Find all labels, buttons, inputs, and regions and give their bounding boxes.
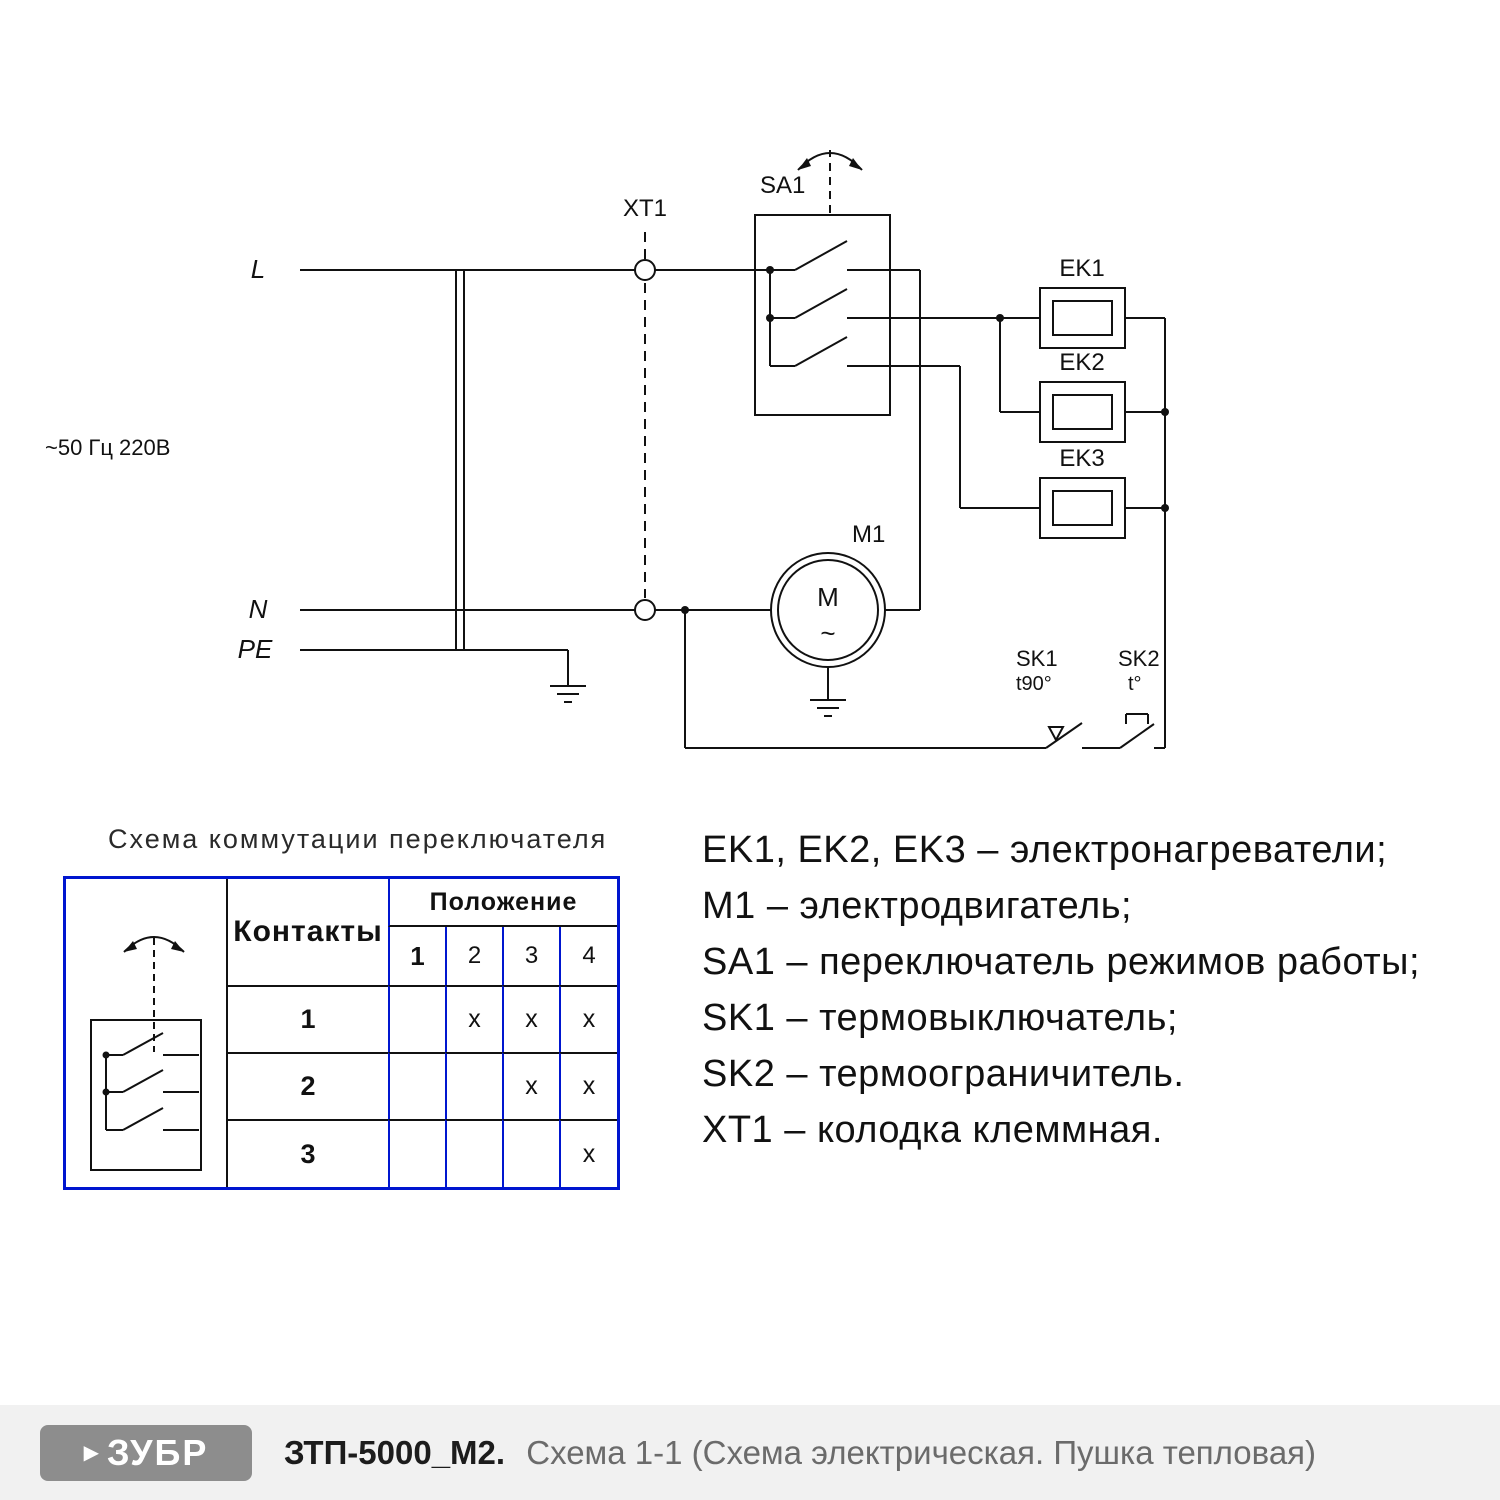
- table-cell: [502, 1119, 559, 1187]
- contacts-header: Контакты: [233, 915, 383, 948]
- table-cell: [445, 1119, 502, 1187]
- zubr-logo: ▶ ЗУБР: [40, 1424, 252, 1481]
- terminal-block-xt1: [634, 259, 656, 621]
- junction-dots: [681, 266, 1169, 614]
- legend-item-heaters: EK1, EK2, EK3 – электронагреватели;: [702, 829, 1388, 871]
- table-cell: x: [559, 1052, 617, 1119]
- label-ek2: EK2: [1059, 349, 1104, 376]
- label-sk2: SK2: [1118, 646, 1160, 671]
- motor-symbol-m: M: [817, 582, 839, 612]
- ground-symbol-pe: [300, 649, 586, 703]
- table-cell: x: [559, 1119, 617, 1187]
- switch-symbol: [90, 936, 202, 1171]
- legend-item-motor: M1 – электродвигатель;: [702, 885, 1133, 927]
- commutation-table: Контакты Положение 1 2 3 4 1 x x x 2 x x…: [63, 876, 620, 1190]
- commutation-table-title: Схема коммутации переключателя: [108, 824, 608, 854]
- label-l: L: [251, 254, 265, 284]
- circuit-schematic: L N PE ~50 Гц 220В XT1 SA1 EK1 EK2 EK3 M…: [45, 150, 1169, 749]
- footer-bar: ▶ ЗУБР ЗТП-5000_М2. Схема 1-1 (Схема эле…: [0, 1405, 1500, 1500]
- motor: [770, 552, 886, 717]
- label-n: N: [249, 594, 268, 624]
- table-cell: [388, 1119, 445, 1187]
- position-header: Положение: [388, 879, 617, 927]
- heater-ek1: [1039, 287, 1126, 349]
- thermal-limiter-sk2: [1119, 713, 1165, 749]
- table-cell: x: [502, 985, 559, 1052]
- footer-caption: ЗТП-5000_М2. Схема 1-1 (Схема электричес…: [284, 1434, 1316, 1472]
- contact-row-label: 2: [228, 1052, 388, 1119]
- label-ek3: EK3: [1059, 445, 1104, 472]
- label-m1: M1: [852, 521, 885, 548]
- label-sa1: SA1: [760, 172, 805, 199]
- position-col-1: 1: [388, 927, 445, 985]
- position-col-3: 3: [502, 927, 559, 985]
- label-sk1-temp: t90°: [1016, 673, 1052, 695]
- legend-item-switch: SA1 – переключатель режимов работы;: [702, 941, 1421, 983]
- table-cell: x: [502, 1052, 559, 1119]
- table-cell: [388, 1052, 445, 1119]
- position-col-4: 4: [559, 927, 617, 985]
- logo-text: ЗУБР: [106, 1431, 209, 1473]
- label-xt1: XT1: [623, 195, 667, 222]
- component-legend: EK1, EK2, EK3 – электронагреватели; M1 –…: [702, 822, 1472, 1158]
- contact-row-label: 3: [228, 1119, 388, 1187]
- table-cell: [388, 985, 445, 1052]
- position-col-2: 2: [445, 927, 502, 985]
- heater-ek3: [1039, 477, 1126, 539]
- heater-ek2: [1039, 381, 1126, 443]
- legend-item-thermal-switch: SK1 – термовыключатель;: [702, 997, 1178, 1039]
- label-ek1: EK1: [1059, 255, 1104, 282]
- legend-item-thermal-limiter: SK2 – термоограничитель.: [702, 1053, 1185, 1095]
- motor-symbol-wave: ~: [820, 618, 835, 648]
- logo-arrow-icon: ▶: [83, 1441, 99, 1464]
- handle-arrow-right: [849, 158, 862, 170]
- ground-symbol-motor: [810, 699, 846, 717]
- legend-item-terminal-block: XT1 – колодка клеммная.: [702, 1109, 1163, 1151]
- contact-row-label: 1: [228, 985, 388, 1052]
- label-sk1: SK1: [1016, 646, 1058, 671]
- schematic-subtitle: Схема 1-1 (Схема электрическая. Пушка те…: [526, 1433, 1317, 1471]
- model-number: ЗТП-5000_М2.: [284, 1433, 506, 1471]
- handle-arrow-left: [798, 158, 811, 170]
- table-cell: [445, 1052, 502, 1119]
- table-cell: x: [445, 985, 502, 1052]
- switch-symbol-cell: [66, 879, 228, 1187]
- power-rating-label: ~50 Гц 220В: [45, 435, 170, 460]
- table-cell: x: [559, 985, 617, 1052]
- label-sk2-temp: t°: [1128, 673, 1142, 695]
- label-pe: PE: [238, 634, 273, 664]
- thermal-switch-sk1: [1045, 722, 1120, 749]
